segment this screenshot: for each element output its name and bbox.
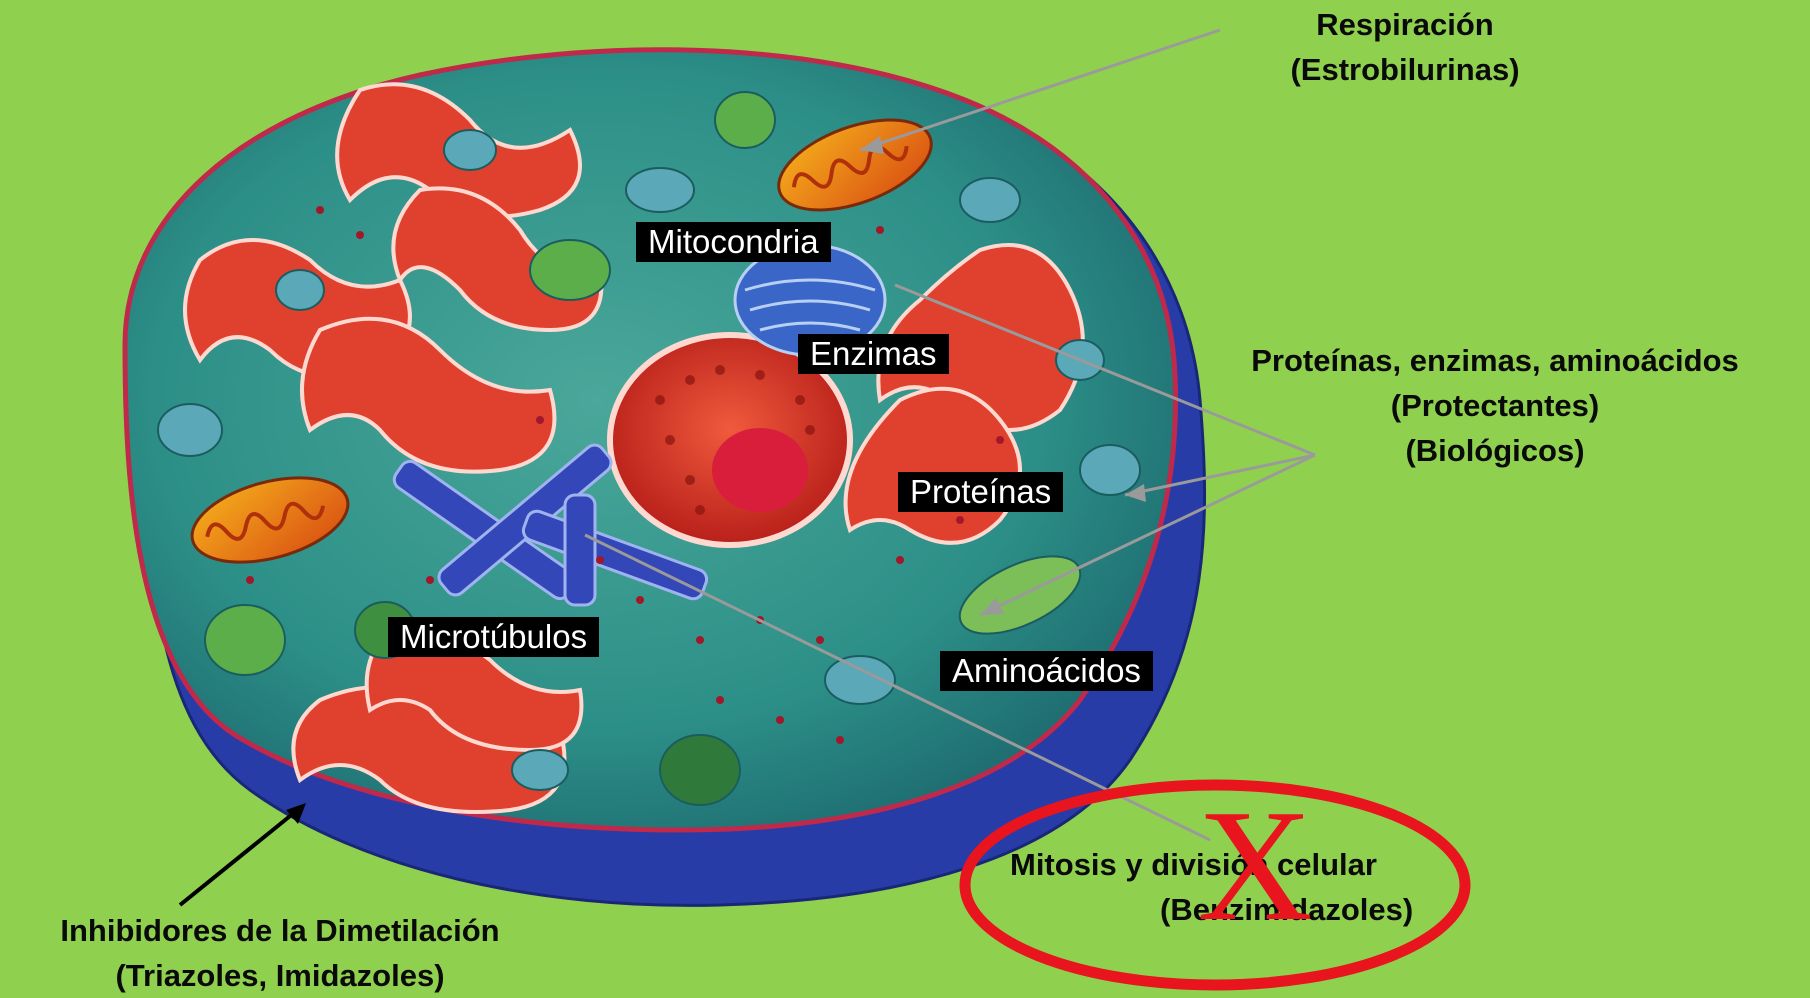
arrow-dimetilacion	[180, 808, 300, 905]
note-proteinas-enzimas: Proteínas, enzimas, aminoácidos (Protect…	[1205, 338, 1785, 473]
cross-mark: X	[1180, 790, 1330, 940]
label-enzimas: Enzimas	[798, 334, 949, 374]
note-respiracion: Respiración (Estrobilurinas)	[1170, 2, 1640, 92]
label-microtubulos: Microtúbulos	[388, 617, 599, 657]
nucleolus	[712, 428, 808, 512]
label-proteinas: Proteínas	[898, 472, 1063, 512]
note-dimetilacion: Inhibidores de la Dimetilación (Triazole…	[0, 908, 560, 998]
label-mitocondria: Mitocondria	[636, 222, 831, 262]
label-aminoacidos: Aminoácidos	[940, 651, 1153, 691]
